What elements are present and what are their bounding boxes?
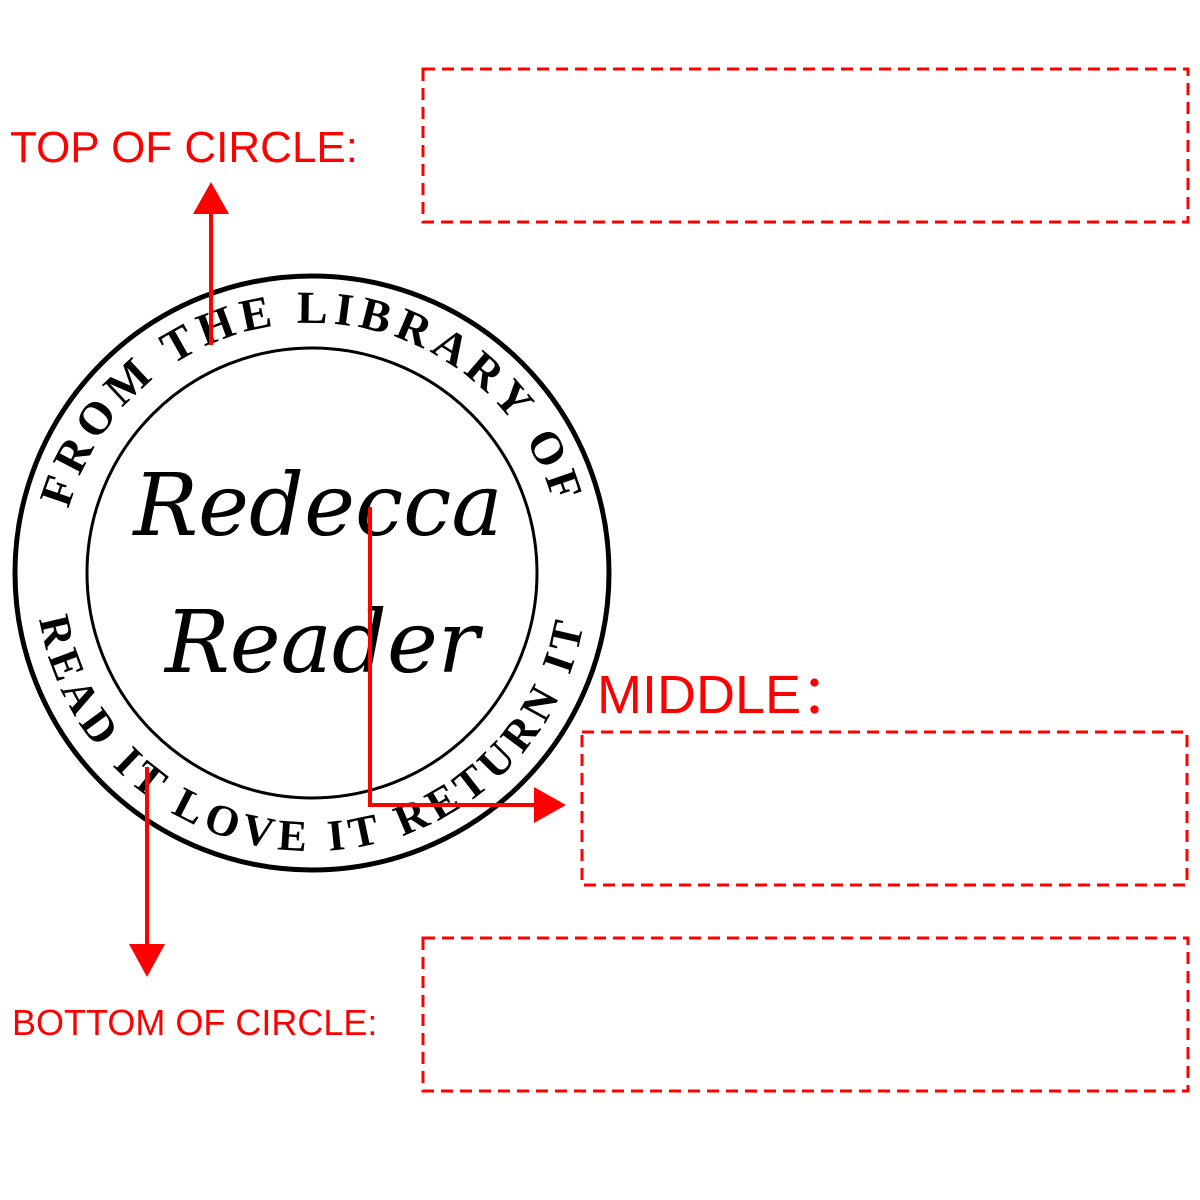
stamp: FROM THE LIBRARY OF READ IT LOVE IT RETU… [12,273,612,873]
name-line-1: Redecca [131,456,502,556]
middle-label: MIDDLE： [597,665,855,725]
top-input-box[interactable] [421,67,1190,224]
outer-ring [12,273,612,873]
bottom-input-box[interactable] [421,936,1190,1093]
inner-ring [85,346,539,800]
middle-input-box[interactable] [580,730,1189,887]
top-label: TOP OF CIRCLE: [10,123,358,172]
bottom-label: BOTTOM OF CIRCLE: [12,1002,377,1043]
top-arrow [193,182,229,345]
name-line-2: Reader [163,593,484,693]
middle-arrow [368,507,566,823]
bottom-arrow [129,767,165,977]
